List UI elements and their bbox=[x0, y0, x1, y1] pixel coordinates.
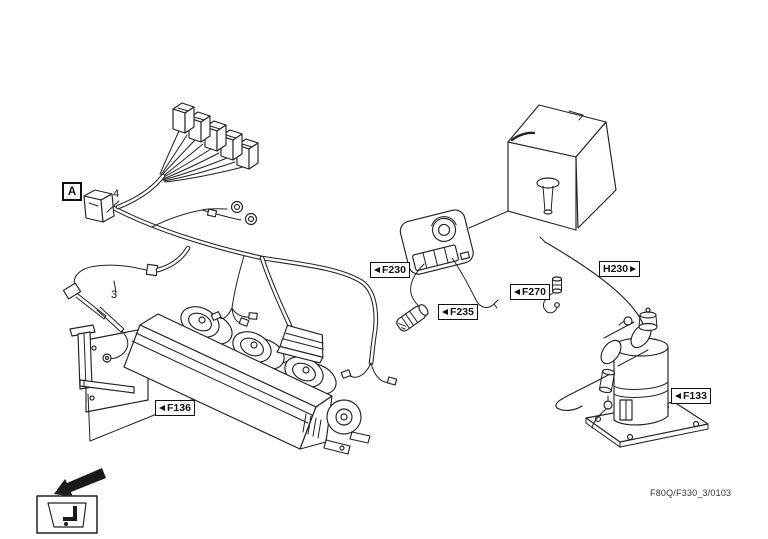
harness-connector-a bbox=[83, 189, 120, 223]
sensor-f270 bbox=[542, 276, 563, 314]
sensor-cable-item3 bbox=[62, 245, 191, 363]
part-label-h230-text: H230 bbox=[603, 263, 629, 275]
part-label-f136-text: F136 bbox=[167, 402, 191, 414]
left-pointer-icon bbox=[159, 405, 165, 412]
part-label-f270[interactable]: F270 bbox=[510, 284, 550, 301]
drawing-code: F80Q/F330_3/0103 bbox=[650, 488, 731, 498]
part-label-f133[interactable]: F133 bbox=[671, 388, 711, 405]
part-label-f235-text: F235 bbox=[450, 306, 474, 318]
mounting-bracket bbox=[69, 324, 135, 442]
part-label-f133-text: F133 bbox=[683, 390, 707, 402]
item-number-3-text: 3 bbox=[111, 289, 118, 301]
evaporator-unit bbox=[85, 306, 371, 455]
left-pointer-icon bbox=[442, 309, 448, 316]
section-marker-a: A bbox=[62, 182, 82, 201]
left-pointer-icon bbox=[374, 267, 380, 274]
section-marker-label: A bbox=[67, 185, 77, 198]
cable-h230 bbox=[539, 236, 647, 411]
item-number-4-text: 4 bbox=[113, 188, 120, 200]
connector-1 bbox=[172, 102, 195, 134]
right-pointer-icon bbox=[630, 266, 637, 273]
part-label-h230[interactable]: H230 bbox=[599, 261, 641, 278]
round-connector bbox=[396, 304, 429, 332]
cover-box bbox=[507, 104, 617, 231]
item-number-3: 3 bbox=[111, 289, 117, 301]
part-label-f230-text: F230 bbox=[382, 264, 406, 276]
multi-pin-connector bbox=[276, 324, 324, 364]
cable-f235 bbox=[396, 257, 499, 332]
compressor-unit-f133 bbox=[585, 307, 709, 448]
drawing-code-text: F80Q/F330_3/0103 bbox=[650, 488, 732, 498]
part-label-f235[interactable]: F235 bbox=[438, 304, 478, 321]
part-label-f270-text: F270 bbox=[522, 286, 546, 298]
direction-arrow-icon bbox=[54, 468, 106, 497]
part-label-f136[interactable]: F136 bbox=[155, 400, 195, 417]
wiring-harness bbox=[107, 200, 398, 386]
part-label-f230[interactable]: F230 bbox=[370, 262, 410, 279]
left-pointer-icon bbox=[675, 393, 681, 400]
connector-block bbox=[115, 102, 259, 210]
left-pointer-icon bbox=[514, 289, 520, 296]
blower-drum-3 bbox=[284, 356, 337, 395]
item-number-4: 4 bbox=[113, 188, 119, 200]
cab-seat-icon bbox=[36, 495, 98, 534]
